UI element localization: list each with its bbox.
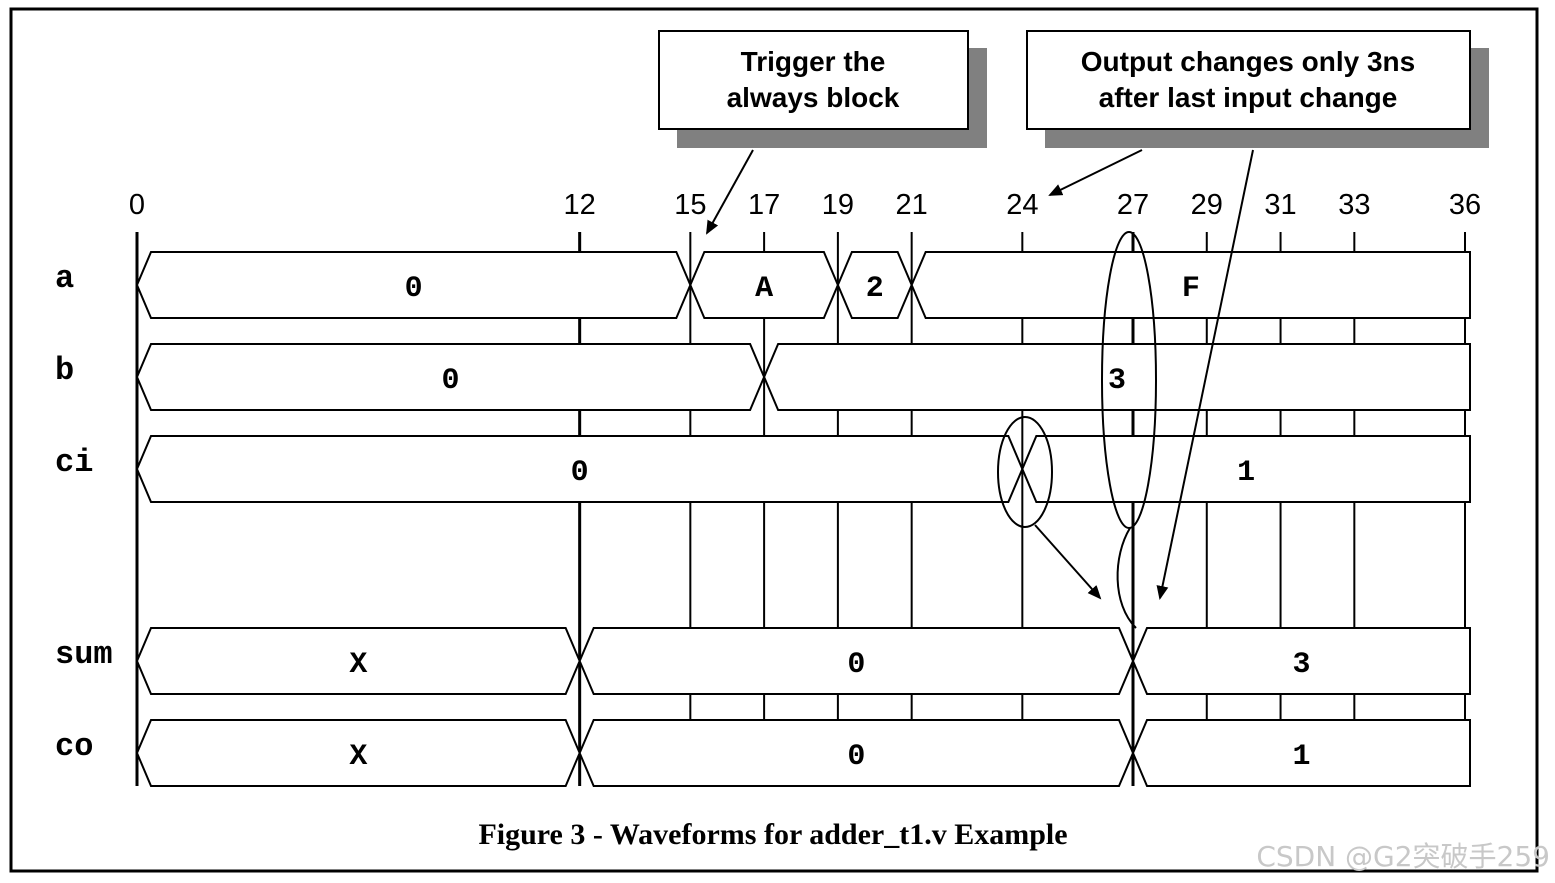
tick-label-t21: 21 <box>896 189 928 221</box>
segment-value-sum-2: 3 <box>1292 648 1310 682</box>
segment-value-ci-0: 0 <box>571 456 589 490</box>
segment-value-co-1: 0 <box>847 740 865 774</box>
callout-trigger-line-1: Trigger the <box>741 46 886 77</box>
figure-caption: Figure 3 - Waveforms for adder_t1.v Exam… <box>478 818 1067 851</box>
segment-value-a-0: 0 <box>405 272 423 306</box>
callout-trigger-box <box>658 30 969 130</box>
segment-value-b-0: 0 <box>442 364 460 398</box>
tick-label-t12: 12 <box>564 189 596 221</box>
tick-label-t29: 29 <box>1191 189 1223 221</box>
tick-label-t0: 0 <box>129 189 145 221</box>
signal-label-ci: ci <box>55 444 93 481</box>
callout-output-line-1: Output changes only 3ns <box>1081 46 1415 77</box>
signal-label-co: co <box>55 728 93 765</box>
highlight-ellipses <box>997 231 1157 629</box>
tick-label-t36: 36 <box>1449 189 1481 221</box>
segment-value-ci-1: 1 <box>1237 456 1255 490</box>
segment-a-3 <box>910 251 1471 319</box>
segment-value-co-0: X <box>349 740 367 774</box>
tick-label-t24: 24 <box>1006 189 1038 221</box>
callout-output-box <box>1026 30 1471 130</box>
segment-value-b-1: 3 <box>1108 364 1126 398</box>
segment-value-sum-0: X <box>349 648 367 682</box>
callout-output-arrow-to-24 <box>1048 149 1143 196</box>
figure-border <box>9 7 1539 873</box>
output-transition-link <box>1116 527 1137 629</box>
signal-ci: ci 0 1 <box>55 435 1471 503</box>
watermark-text: CSDN @G2突破手259 <box>1256 840 1550 873</box>
signal-label-b: b <box>55 352 74 389</box>
time-tick-labels: 0 12 15 17 19 21 24 27 29 31 33 36 <box>129 189 1481 221</box>
signal-label-sum: sum <box>55 636 113 673</box>
segment-value-a-2: 2 <box>866 272 884 306</box>
signal-co: co X 0 1 <box>55 719 1471 787</box>
tick-label-t27: 27 <box>1117 189 1149 221</box>
tick-label-t33: 33 <box>1338 189 1370 221</box>
segment-value-sum-1: 0 <box>847 648 865 682</box>
segment-b-1 <box>763 343 1471 411</box>
tick-label-t17: 17 <box>748 189 780 221</box>
segment-co-2 <box>1131 719 1471 787</box>
callout-trigger-line-2: always block <box>727 82 900 113</box>
segment-value-a-3: F <box>1182 272 1200 306</box>
segment-value-co-2: 1 <box>1292 740 1310 774</box>
segment-value-a-1: A <box>755 272 773 306</box>
callout-output: Output changes only 3ns after last input… <box>1026 30 1489 600</box>
signal-a: a 0 A 2 F <box>55 251 1471 319</box>
callout-output-arrow-to-sum <box>1156 149 1254 600</box>
tick-label-t19: 19 <box>822 189 854 221</box>
signal-b: b 0 3 <box>55 343 1471 411</box>
segment-ci-1 <box>1021 435 1471 503</box>
tick-label-t31: 31 <box>1264 189 1296 221</box>
ci-transition-ellipse <box>997 416 1053 528</box>
callout-output-line-2: after last input change <box>1099 82 1398 113</box>
callout-trigger: Trigger the always block <box>658 30 987 235</box>
segment-sum-2 <box>1131 627 1471 695</box>
tick-label-t15: 15 <box>674 189 706 221</box>
signal-label-a: a <box>55 260 74 297</box>
ci-to-output-arrow <box>1034 524 1102 600</box>
callout-trigger-arrow <box>706 149 754 235</box>
signal-sum: sum X 0 3 <box>55 627 1471 695</box>
